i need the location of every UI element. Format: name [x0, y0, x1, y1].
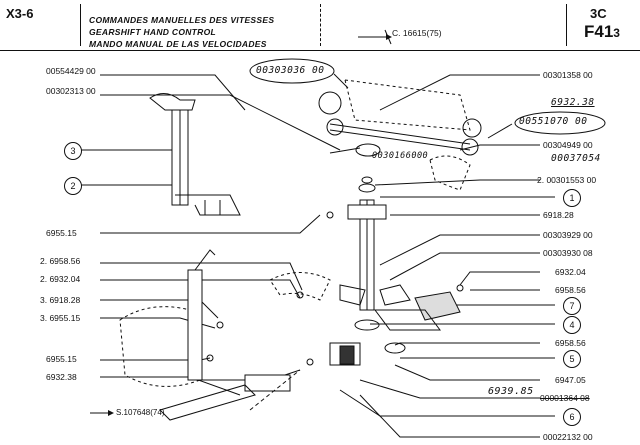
part-label: 6932.04 [555, 267, 586, 277]
part-label: 6932.38 [46, 372, 77, 382]
part-label: 6958.56 [555, 338, 586, 348]
title-es: MANDO MANUAL DE LAS VELOCIDADES [89, 39, 267, 49]
part-label: 3. 6918.28 [40, 295, 81, 305]
header-divider-dashed [320, 4, 321, 46]
part-label: 6958.56 [555, 285, 586, 295]
model-code: F413 [584, 22, 620, 41]
part-label: 3. 6955.15 [40, 313, 81, 323]
callout-3: 3 [64, 142, 82, 160]
handwritten-note: 0030166000 [372, 151, 429, 161]
header-divider [566, 4, 567, 46]
part-label: 6947.05 [555, 375, 586, 385]
callout-5: 5 [563, 350, 581, 368]
page-code: X3-6 [6, 6, 34, 21]
callout-2: 2 [64, 177, 82, 195]
callout-6: 6 [563, 408, 581, 426]
part-label: 00554429 00 [46, 66, 96, 76]
part-label: 00303930 08 [543, 248, 593, 258]
header-rule [0, 50, 640, 51]
title-fr: COMMANDES MANUELLES DES VITESSES [89, 15, 275, 25]
part-label: 00304949 00 [543, 140, 593, 150]
handwritten-note: 00551070 00 [519, 116, 588, 127]
handwritten-note: 6939.85 [488, 386, 534, 397]
part-label: 2. 6932.04 [40, 274, 81, 284]
part-label: 00022132 00 [543, 432, 593, 442]
part-label: 2. 6958.56 [40, 256, 81, 266]
callout-1: 1 [563, 189, 581, 207]
part-label: 00303929 00 [543, 230, 593, 240]
handwritten-note: 6932.38 [551, 97, 595, 108]
section-code: 3C [590, 6, 607, 21]
header: X3-6 COMMANDES MANUELLES DES VITESSES GE… [0, 0, 640, 50]
callout-4: 4 [563, 316, 581, 334]
part-label: 00302313 00 [46, 86, 96, 96]
header-divider [80, 4, 81, 46]
callout-7: 7 [563, 297, 581, 315]
handwritten-note: 00037054 [551, 153, 601, 164]
reference-number: C. 16615(75) [392, 28, 442, 38]
part-label: 00301358 00 [543, 70, 593, 80]
part-label: 2. 00301553 00 [537, 175, 597, 185]
reference-arrow-icon [358, 29, 392, 45]
title-en: GEARSHIFT HAND CONTROL [89, 27, 217, 37]
bottom-reference: S.107648(74) [116, 408, 165, 417]
ref-arrow-icon [108, 410, 114, 416]
part-label: 00001364 08 [540, 393, 590, 403]
title-block: COMMANDES MANUELLES DES VITESSES GEARSHI… [89, 14, 274, 50]
part-label: 6955.15 [46, 228, 77, 238]
part-label: 6955.15 [46, 354, 77, 364]
handwritten-note: 00303036 00 [256, 65, 325, 76]
part-label: 6918.28 [543, 210, 574, 220]
